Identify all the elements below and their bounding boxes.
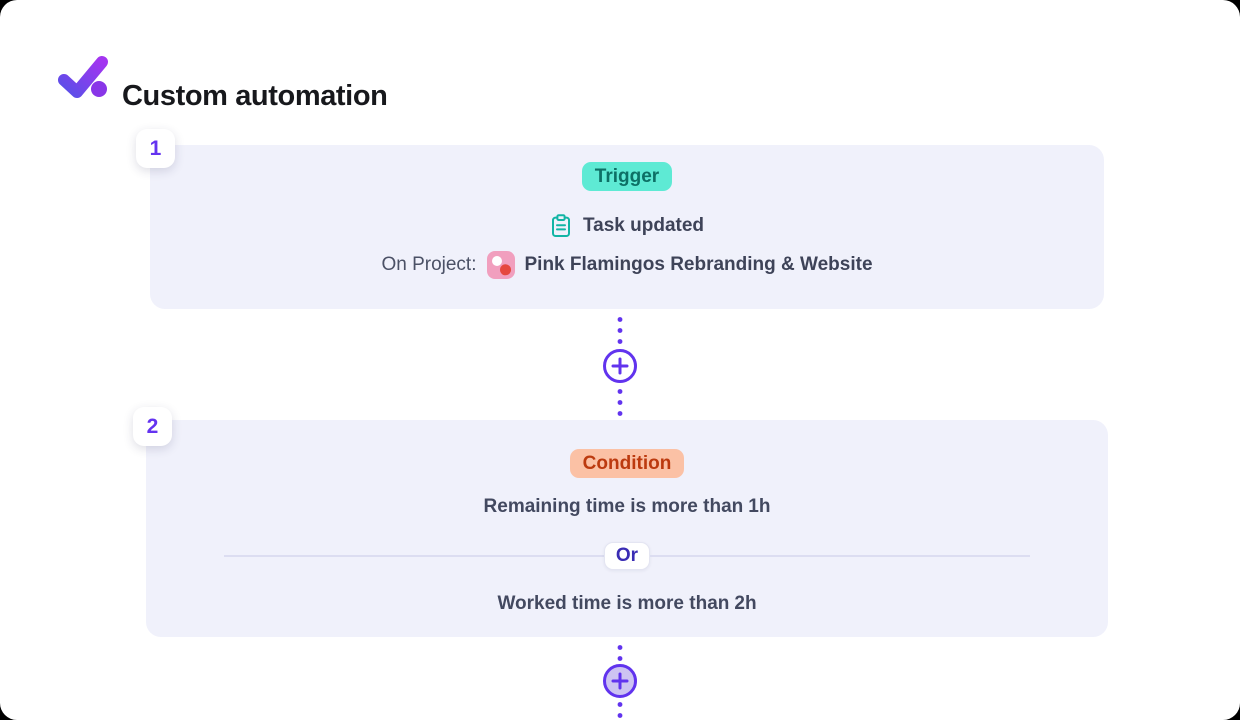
add-step-button[interactable]: [603, 664, 637, 698]
connector-dots: [617, 386, 623, 417]
condition-1: Remaining time is more than 1h: [484, 495, 771, 519]
clipboard-icon: [551, 214, 570, 237]
divider-line: [224, 555, 604, 557]
trigger-event-label: Task updated: [582, 215, 705, 236]
add-step-button[interactable]: [603, 349, 637, 383]
trigger-badge: Trigger: [581, 162, 673, 191]
condition-1-value: 1h: [748, 496, 771, 517]
plus-icon: [606, 352, 634, 380]
project-name: Pink Flamingos Rebranding & Website: [524, 254, 873, 275]
connector-dots: [617, 642, 623, 665]
step-number-1: 1: [136, 129, 175, 168]
condition-2: Worked time is more than 2h: [497, 592, 756, 616]
condition-1-text: Remaining time is more than: [483, 496, 744, 517]
condition-2-text: Worked time is more than: [497, 593, 730, 614]
project-label: On Project:: [381, 254, 477, 275]
trigger-card[interactable]: Trigger Task updated On Project: Pink Fl…: [150, 145, 1104, 309]
connector-dots: [617, 314, 623, 348]
trigger-event-row: Task updated: [550, 214, 704, 238]
divider-line: [650, 555, 1030, 557]
plus-icon: [606, 667, 634, 695]
connector-dots: [617, 699, 623, 720]
or-operator-chip[interactable]: Or: [603, 542, 651, 570]
condition-2-value: 2h: [734, 593, 757, 614]
condition-card[interactable]: Condition Remaining time is more than 1h…: [146, 420, 1108, 637]
condition-badge: Condition: [569, 449, 685, 478]
step-number-2: 2: [133, 407, 172, 446]
checkmark-logo-icon: [58, 56, 108, 98]
trigger-project-row: On Project: Pink Flamingos Rebranding & …: [381, 251, 873, 279]
project-color-icon: [486, 251, 515, 279]
page-title: Custom automation: [122, 80, 388, 113]
operator-divider: Or: [146, 542, 1108, 570]
